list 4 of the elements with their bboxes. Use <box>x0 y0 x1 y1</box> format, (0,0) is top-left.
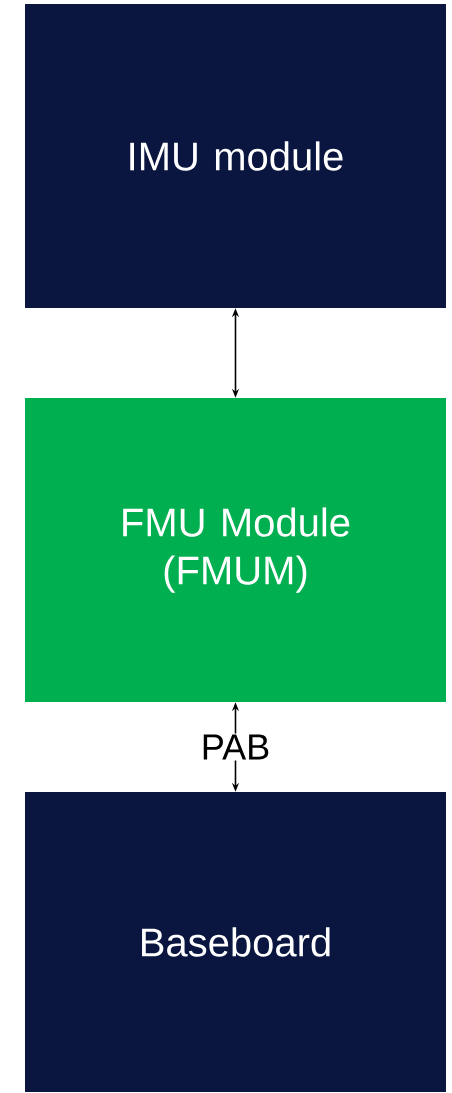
module-box: FMU Module (FMUM) <box>25 398 446 702</box>
edge-label: PAB <box>199 733 272 761</box>
module-box: IMU module <box>25 4 446 308</box>
board-box: Baseboard <box>25 792 446 1092</box>
